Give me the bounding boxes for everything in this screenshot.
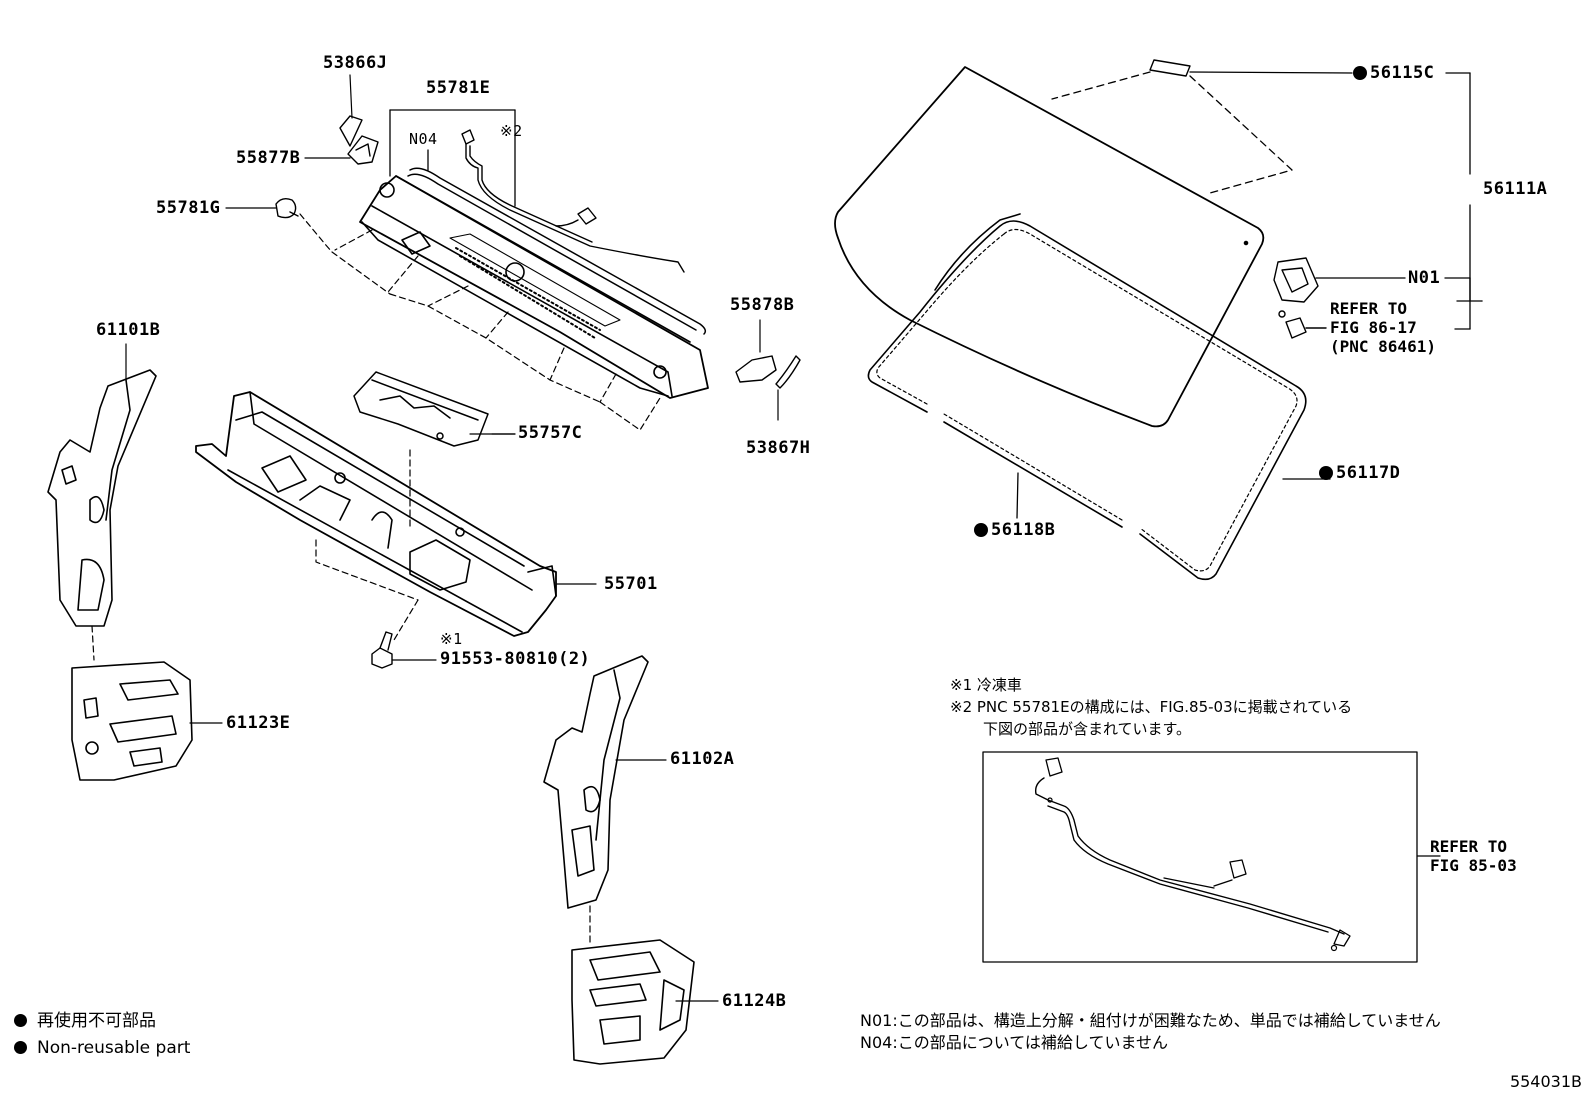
part-label-56117D: 56117D <box>1319 465 1400 482</box>
bracket-55781E <box>389 109 516 207</box>
glass-moulding <box>867 220 1331 581</box>
side-panel-61124B <box>571 939 719 1065</box>
cowl-panel-55701 <box>195 391 597 637</box>
cowl-plate-55757C <box>353 371 516 531</box>
part-label-53866J: 53866J <box>323 53 388 73</box>
glass-spacer-56115C <box>1051 59 1353 194</box>
legend-jp: 再使用不可部品 <box>14 1013 156 1030</box>
cowl-top-panel <box>359 175 709 399</box>
figure-number: 554031B <box>1509 1072 1582 1091</box>
part-label-55878B: 55878B <box>730 295 795 315</box>
side-panel-61101B <box>47 343 157 661</box>
non-reusable-dot-icon <box>1353 66 1367 80</box>
non-reusable-dot-icon <box>14 1041 27 1054</box>
bracket-56111A <box>1444 72 1483 330</box>
part-label-56118B: 56118B <box>974 522 1055 539</box>
part-label-N04: N04 <box>409 130 438 148</box>
note-N01: N01:この部品は、構造上分解・組付けが困難なため、単品では補給していません <box>860 1011 1441 1030</box>
refer-line: (PNC 86461) <box>1330 337 1436 356</box>
part-label-61123E: 61123E <box>226 713 291 733</box>
refer-line: REFER TO <box>1330 299 1408 318</box>
non-reusable-dot-icon <box>974 523 988 537</box>
non-reusable-dot-icon <box>14 1014 27 1027</box>
part-label-91553-80810: 91553-80810(2) <box>440 649 591 669</box>
inset-box <box>982 751 1441 963</box>
mark-2: ※2 <box>500 122 523 140</box>
guide-lines-cowl-bottom <box>315 539 419 641</box>
part-label-53867H: 53867H <box>746 438 811 458</box>
refer-fig-86-17[interactable]: REFER TO FIG 86-17 (PNC 86461) <box>1330 299 1436 356</box>
washer-hose <box>461 129 685 273</box>
note-1: ※1 冷凍車 <box>950 676 1022 694</box>
mirror-bracket-N01 <box>1273 257 1406 339</box>
note-2-continued: 下図の部品が含まれています。 <box>983 720 1192 738</box>
note-N04: N04:この部品については補給していません <box>860 1033 1168 1052</box>
mark-1: ※1 <box>440 630 463 648</box>
cowl-weatherstrip <box>407 167 707 335</box>
part-label-55757C: 55757C <box>518 423 583 443</box>
part-label-55701: 55701 <box>604 574 658 594</box>
refer-line: REFER TO <box>1430 837 1508 856</box>
refer-fig-85-03[interactable]: REFER TO FIG 85-03 <box>1430 837 1517 875</box>
bolt-91553 <box>371 631 437 669</box>
part-label-N01: N01 <box>1408 268 1441 288</box>
part-label-61124B: 61124B <box>722 991 787 1011</box>
non-reusable-dot-icon <box>1319 466 1333 480</box>
windshield-glass <box>834 66 1265 428</box>
side-panel-61123E <box>71 661 223 781</box>
part-label-55781E: 55781E <box>426 78 491 98</box>
part-label-56115C: 56115C <box>1353 65 1434 82</box>
clip-55878B <box>735 319 801 421</box>
part-label-55781G: 55781G <box>156 198 221 218</box>
part-label-61102A: 61102A <box>670 749 735 769</box>
note-2: ※2 PNC 55781Eの構成には、FIG.85-03に掲載されている <box>950 698 1353 716</box>
guide-lines-cowl <box>331 229 661 431</box>
part-label-55877B: 55877B <box>236 148 301 168</box>
refer-line: FIG 85-03 <box>1430 856 1517 875</box>
part-label-56111A: 56111A <box>1483 179 1548 199</box>
legend-en: Non-reusable part <box>14 1040 190 1057</box>
side-panel-61102A <box>543 655 667 945</box>
part-label-61101B: 61101B <box>96 320 161 340</box>
clip-53866J <box>304 74 379 165</box>
refer-line: FIG 86-17 <box>1330 318 1417 337</box>
grommet-55781G <box>225 197 333 253</box>
